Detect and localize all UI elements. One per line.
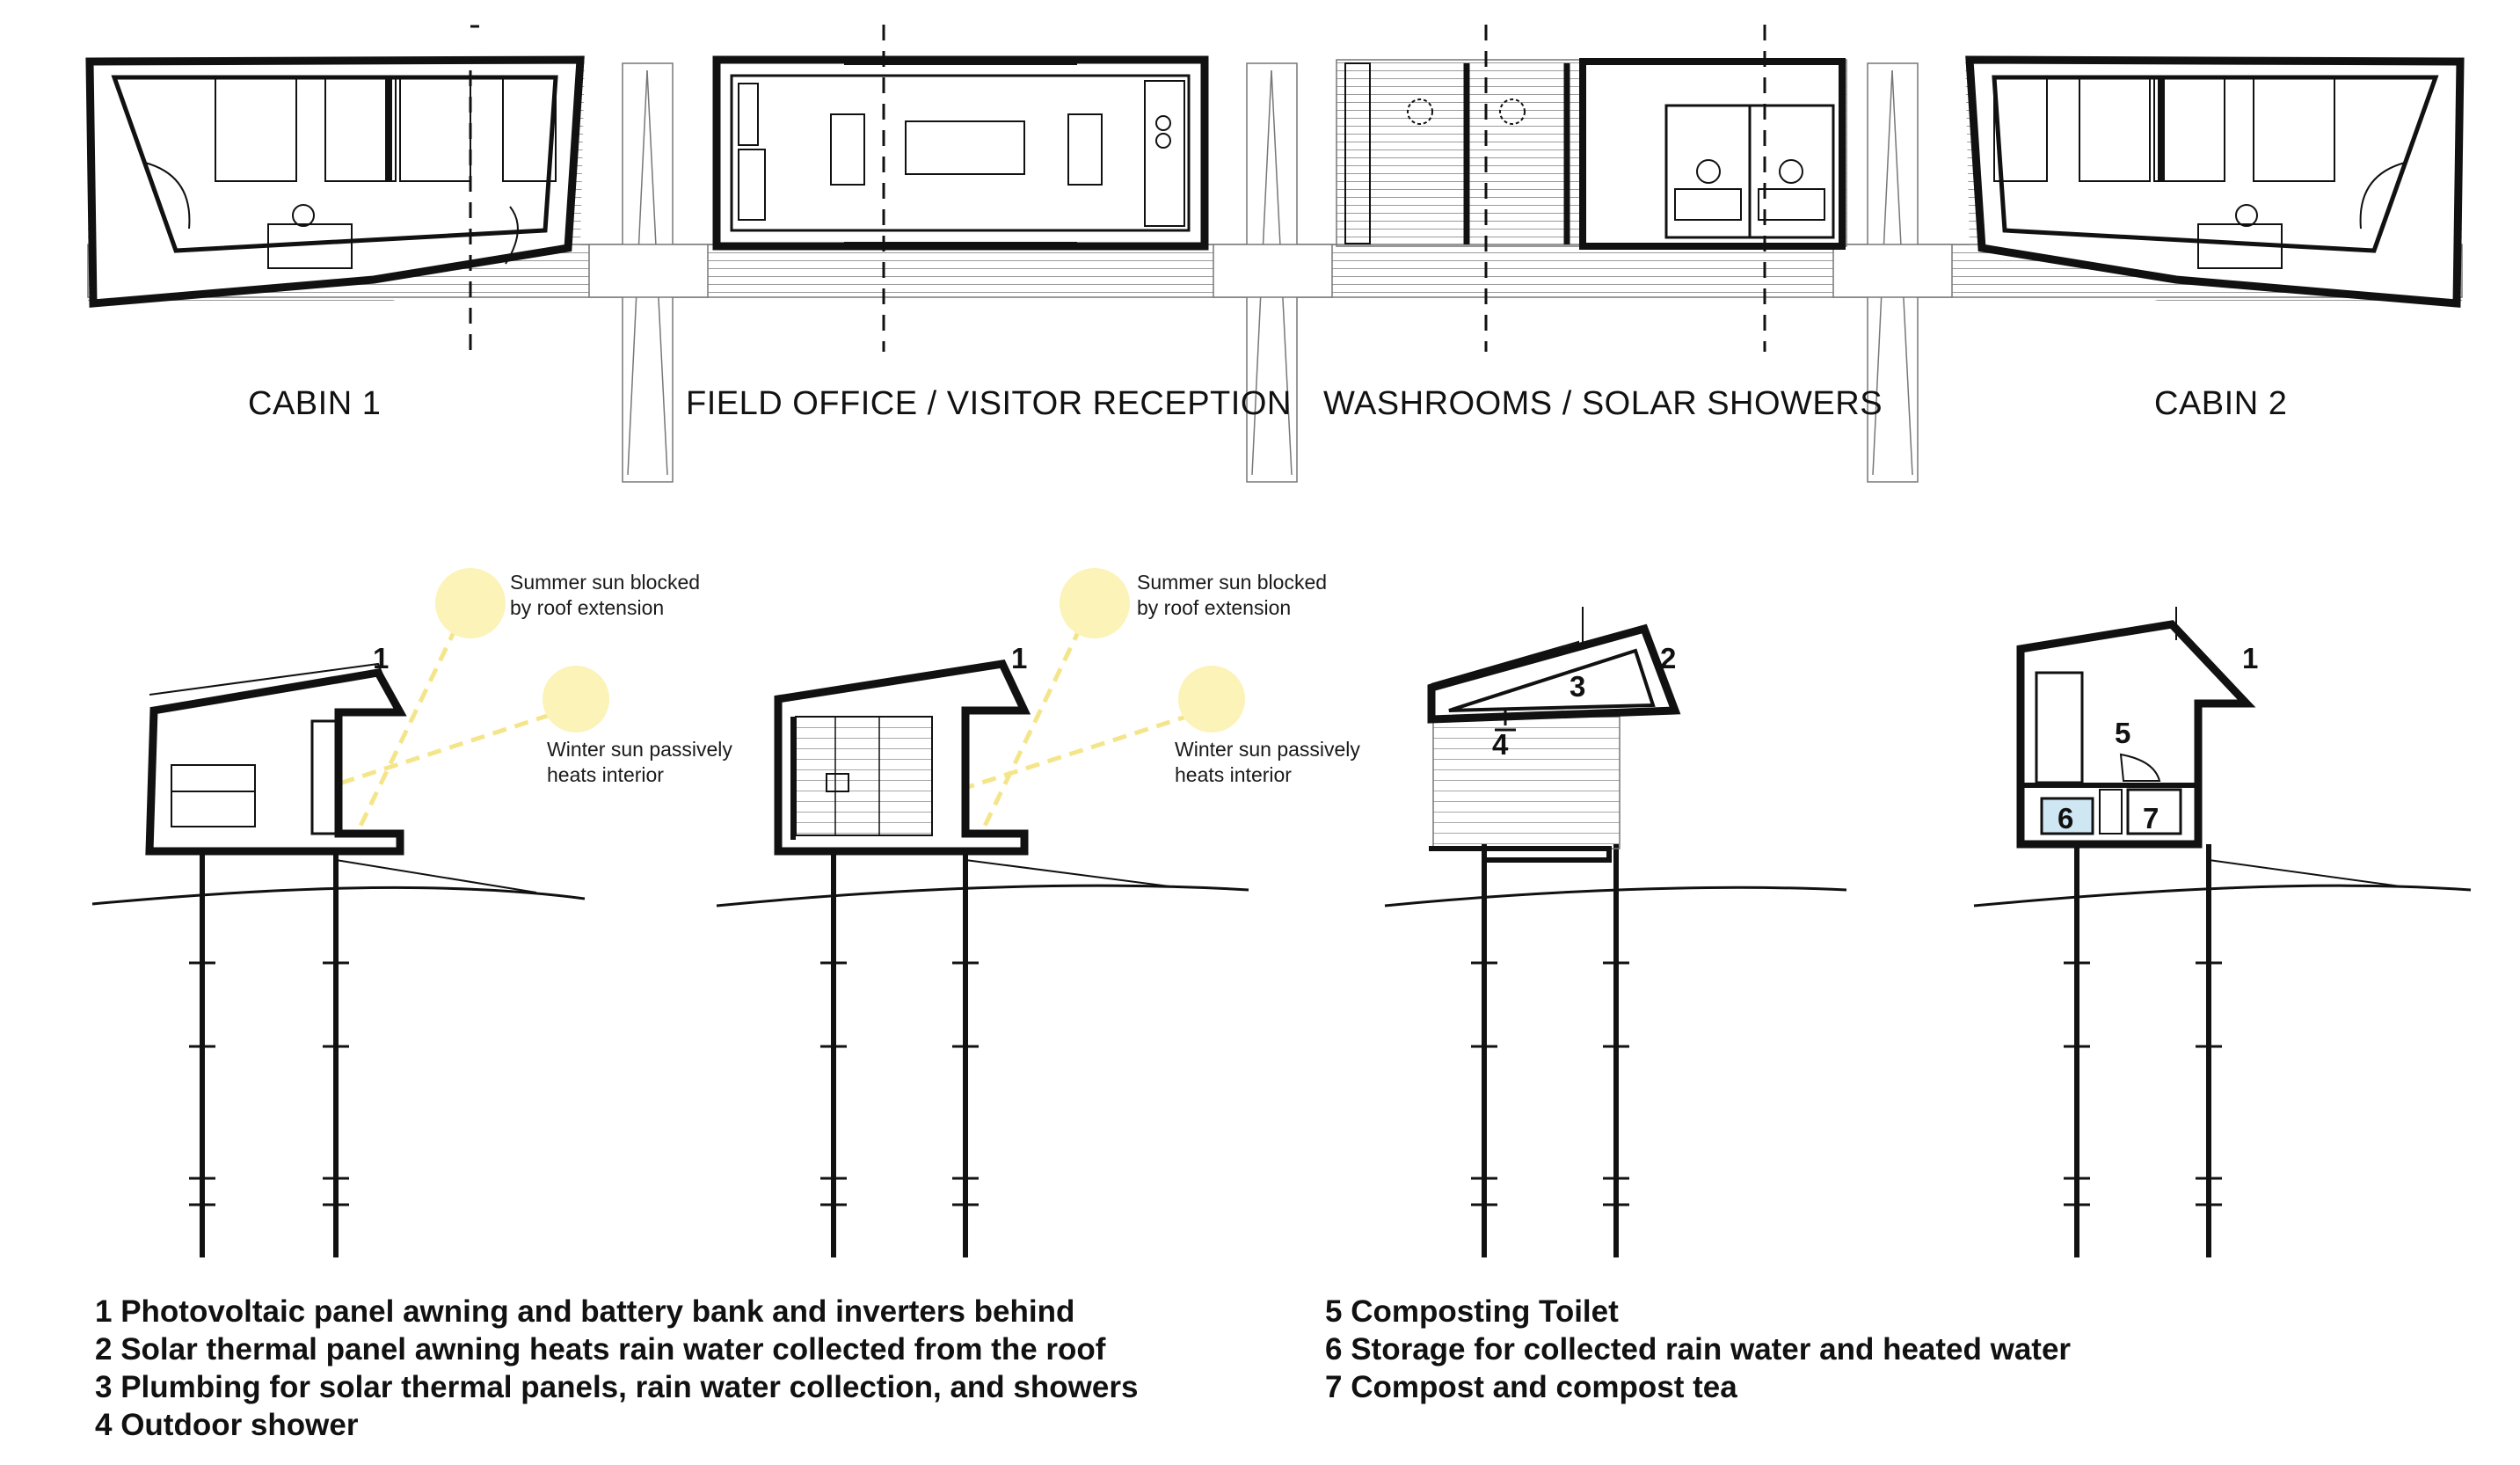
cabin2-section	[2016, 607, 2401, 1257]
cabin1-section	[145, 662, 537, 1257]
plan-view	[85, 25, 2465, 483]
label-cabin1: CABIN 1	[248, 385, 382, 422]
washroom-section	[1427, 607, 1681, 1257]
summer-sun-note-1: Summer sun blocked by roof extension	[510, 571, 701, 619]
callout-7-cabin2: 7	[2143, 802, 2159, 835]
label-cabin2: CABIN 2	[2154, 385, 2288, 422]
label-washrooms: WASHROOMS / SOLAR SHOWERS	[1323, 385, 1883, 422]
legend-item-4: 4 Outdoor shower	[95, 1408, 359, 1442]
callout-4-washroom: 4	[1492, 728, 1509, 761]
legend-item-2: 2 Solar thermal panel awning heats rain …	[95, 1332, 1106, 1367]
bridge-3	[1832, 62, 1953, 483]
winter-sun-note-2: Winter sun passively heats interior	[1175, 738, 1360, 786]
winter-sun-2	[1178, 666, 1245, 732]
winter-sun-1	[543, 666, 609, 732]
callout-5-cabin2: 5	[2115, 717, 2131, 749]
bridge-1	[588, 62, 709, 483]
callout-1-office: 1	[1011, 642, 1028, 674]
summer-sun-2	[1060, 568, 1130, 638]
legend-item-7: 7 Compost and compost tea	[1325, 1370, 1737, 1404]
legend-left: 1 Photovoltaic panel awning and battery …	[95, 1293, 1138, 1444]
summer-sun-note-2: Summer sun blocked by roof extension	[1137, 571, 1328, 619]
water-storage-tank	[2040, 797, 2094, 835]
callout-1-cabin2: 1	[2242, 642, 2259, 674]
office-section	[774, 660, 1170, 1257]
summer-sun-1	[435, 568, 506, 638]
legend-item-6: 6 Storage for collected rain water and h…	[1325, 1332, 2072, 1367]
cabin1-plan	[85, 25, 585, 352]
bridge-2	[1213, 62, 1333, 483]
cabin2-plan	[1965, 55, 2465, 308]
label-field-office: FIELD OFFICE / VISITOR RECEPTION	[686, 385, 1292, 422]
suns	[435, 568, 1245, 732]
legend-item-1: 1 Photovoltaic panel awning and battery …	[95, 1294, 1075, 1329]
washrooms-plan	[1336, 25, 1847, 352]
callout-1-cabin1: 1	[373, 642, 390, 674]
callout-3-washroom: 3	[1570, 670, 1586, 703]
legend-item-3: 3 Plumbing for solar thermal panels, rai…	[95, 1370, 1139, 1404]
callout-2-washroom: 2	[1660, 642, 1677, 674]
ground-lines	[91, 884, 2472, 907]
legend-item-5: 5 Composting Toilet	[1325, 1294, 1619, 1329]
winter-sun-note-1: Winter sun passively heats interior	[547, 738, 732, 786]
legend-right: 5 Composting Toilet 6 Storage for collec…	[1325, 1293, 2071, 1406]
callout-6-cabin2: 6	[2058, 802, 2074, 835]
field-office-plan	[712, 25, 1209, 352]
